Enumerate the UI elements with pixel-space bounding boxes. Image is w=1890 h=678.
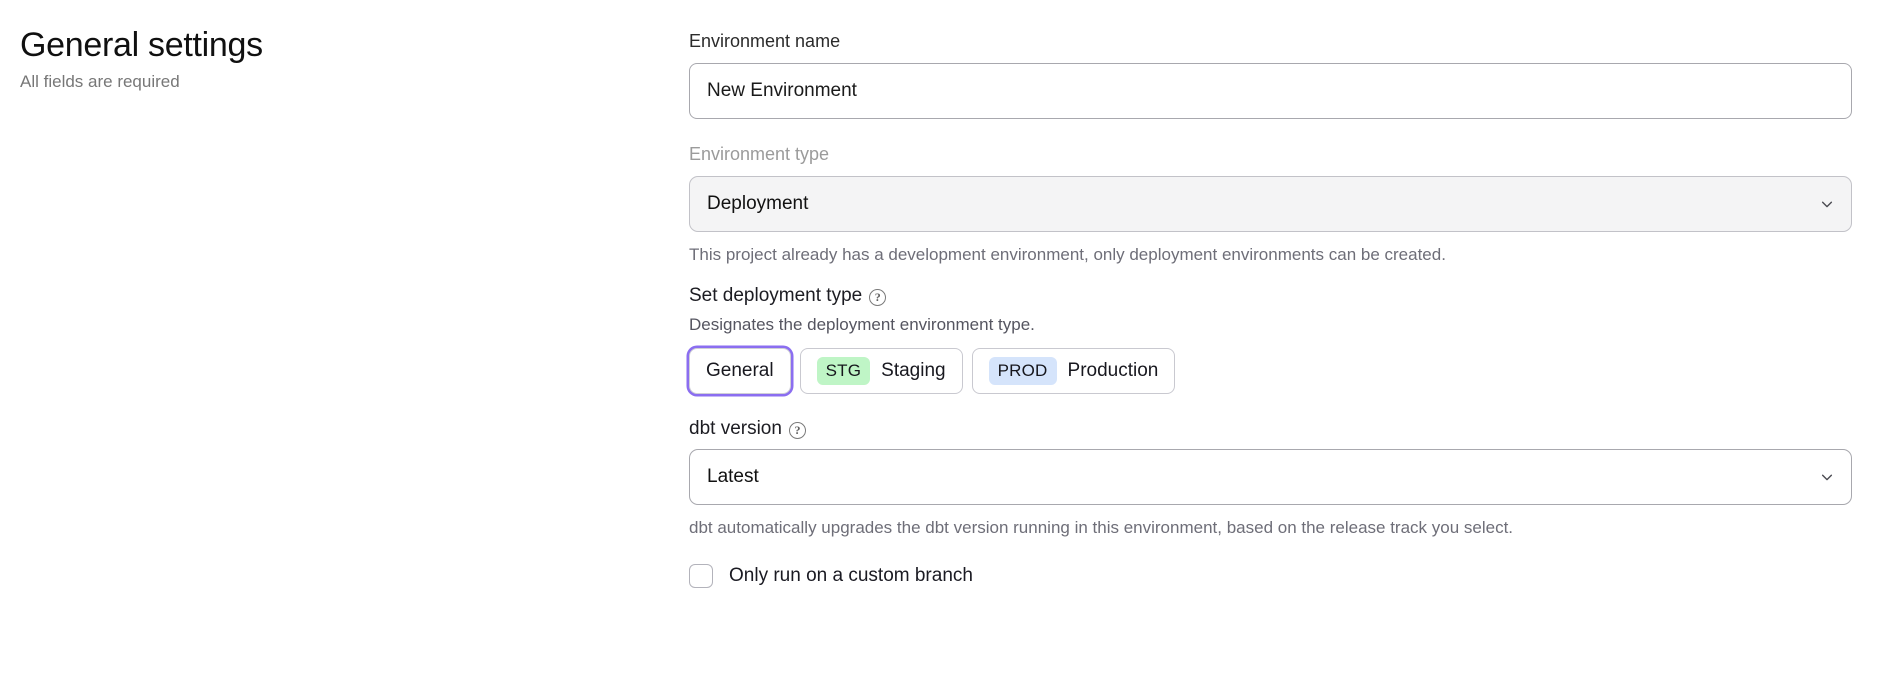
general-settings-page: General settings All fields are required… — [20, 18, 1852, 588]
environment-name-input[interactable] — [689, 63, 1852, 119]
dbt-version-label: dbt version — [689, 418, 782, 439]
dbt-version-value: Latest — [707, 466, 759, 487]
deployment-type-option-production-label: Production — [1067, 360, 1159, 381]
dbt-version-select-wrapper: Latest — [689, 449, 1852, 505]
environment-type-label: Environment type — [689, 144, 830, 164]
deployment-type-heading-row: Set deployment type ? — [689, 283, 1852, 309]
deployment-type-description: Designates the deployment environment ty… — [689, 315, 1035, 334]
environment-name-field-group: Environment name — [689, 28, 1852, 119]
deployment-type-option-staging-label: Staging — [881, 360, 946, 381]
production-badge: PROD — [988, 357, 1057, 385]
environment-type-helper-text: This project already has a development e… — [689, 245, 1446, 264]
custom-branch-checkbox[interactable] — [689, 564, 713, 588]
deployment-type-option-staging[interactable]: STG Staging — [799, 348, 963, 394]
custom-branch-row[interactable]: Only run on a custom branch — [689, 564, 1852, 588]
environment-name-label: Environment name — [689, 31, 841, 51]
deployment-type-option-general-label: General — [706, 360, 774, 381]
deployment-type-option-general[interactable]: General — [689, 348, 791, 394]
environment-type-select-wrapper: Deployment — [689, 176, 1852, 232]
dbt-version-helper-text: dbt automatically upgrades the dbt versi… — [689, 518, 1514, 537]
staging-badge: STG — [816, 357, 871, 385]
question-circle-icon[interactable]: ? — [788, 421, 806, 439]
question-circle-icon[interactable]: ? — [869, 288, 887, 306]
settings-intro-column: General settings All fields are required — [20, 18, 689, 588]
deployment-type-field-group: Set deployment type ? Designates the dep… — [689, 283, 1852, 394]
settings-form-column: Environment name Environment type Deploy… — [689, 18, 1852, 588]
environment-type-select[interactable]: Deployment — [689, 176, 1852, 232]
deployment-type-option-production[interactable]: PROD Production — [971, 348, 1176, 394]
environment-type-field-group: Environment type Deployment This project… — [689, 141, 1852, 267]
dbt-version-field-group: dbt version ? Latest dbt automatically u… — [689, 416, 1852, 540]
dbt-version-label-row: dbt version ? — [689, 416, 1852, 442]
deployment-type-heading: Set deployment type — [689, 285, 863, 306]
dbt-version-select[interactable]: Latest — [689, 449, 1852, 505]
page-subtitle: All fields are required — [20, 72, 180, 91]
page-title: General settings — [20, 26, 263, 64]
deployment-type-options: General STG Staging PROD Production — [689, 348, 1852, 394]
custom-branch-label: Only run on a custom branch — [729, 565, 973, 586]
environment-type-value: Deployment — [707, 193, 809, 214]
